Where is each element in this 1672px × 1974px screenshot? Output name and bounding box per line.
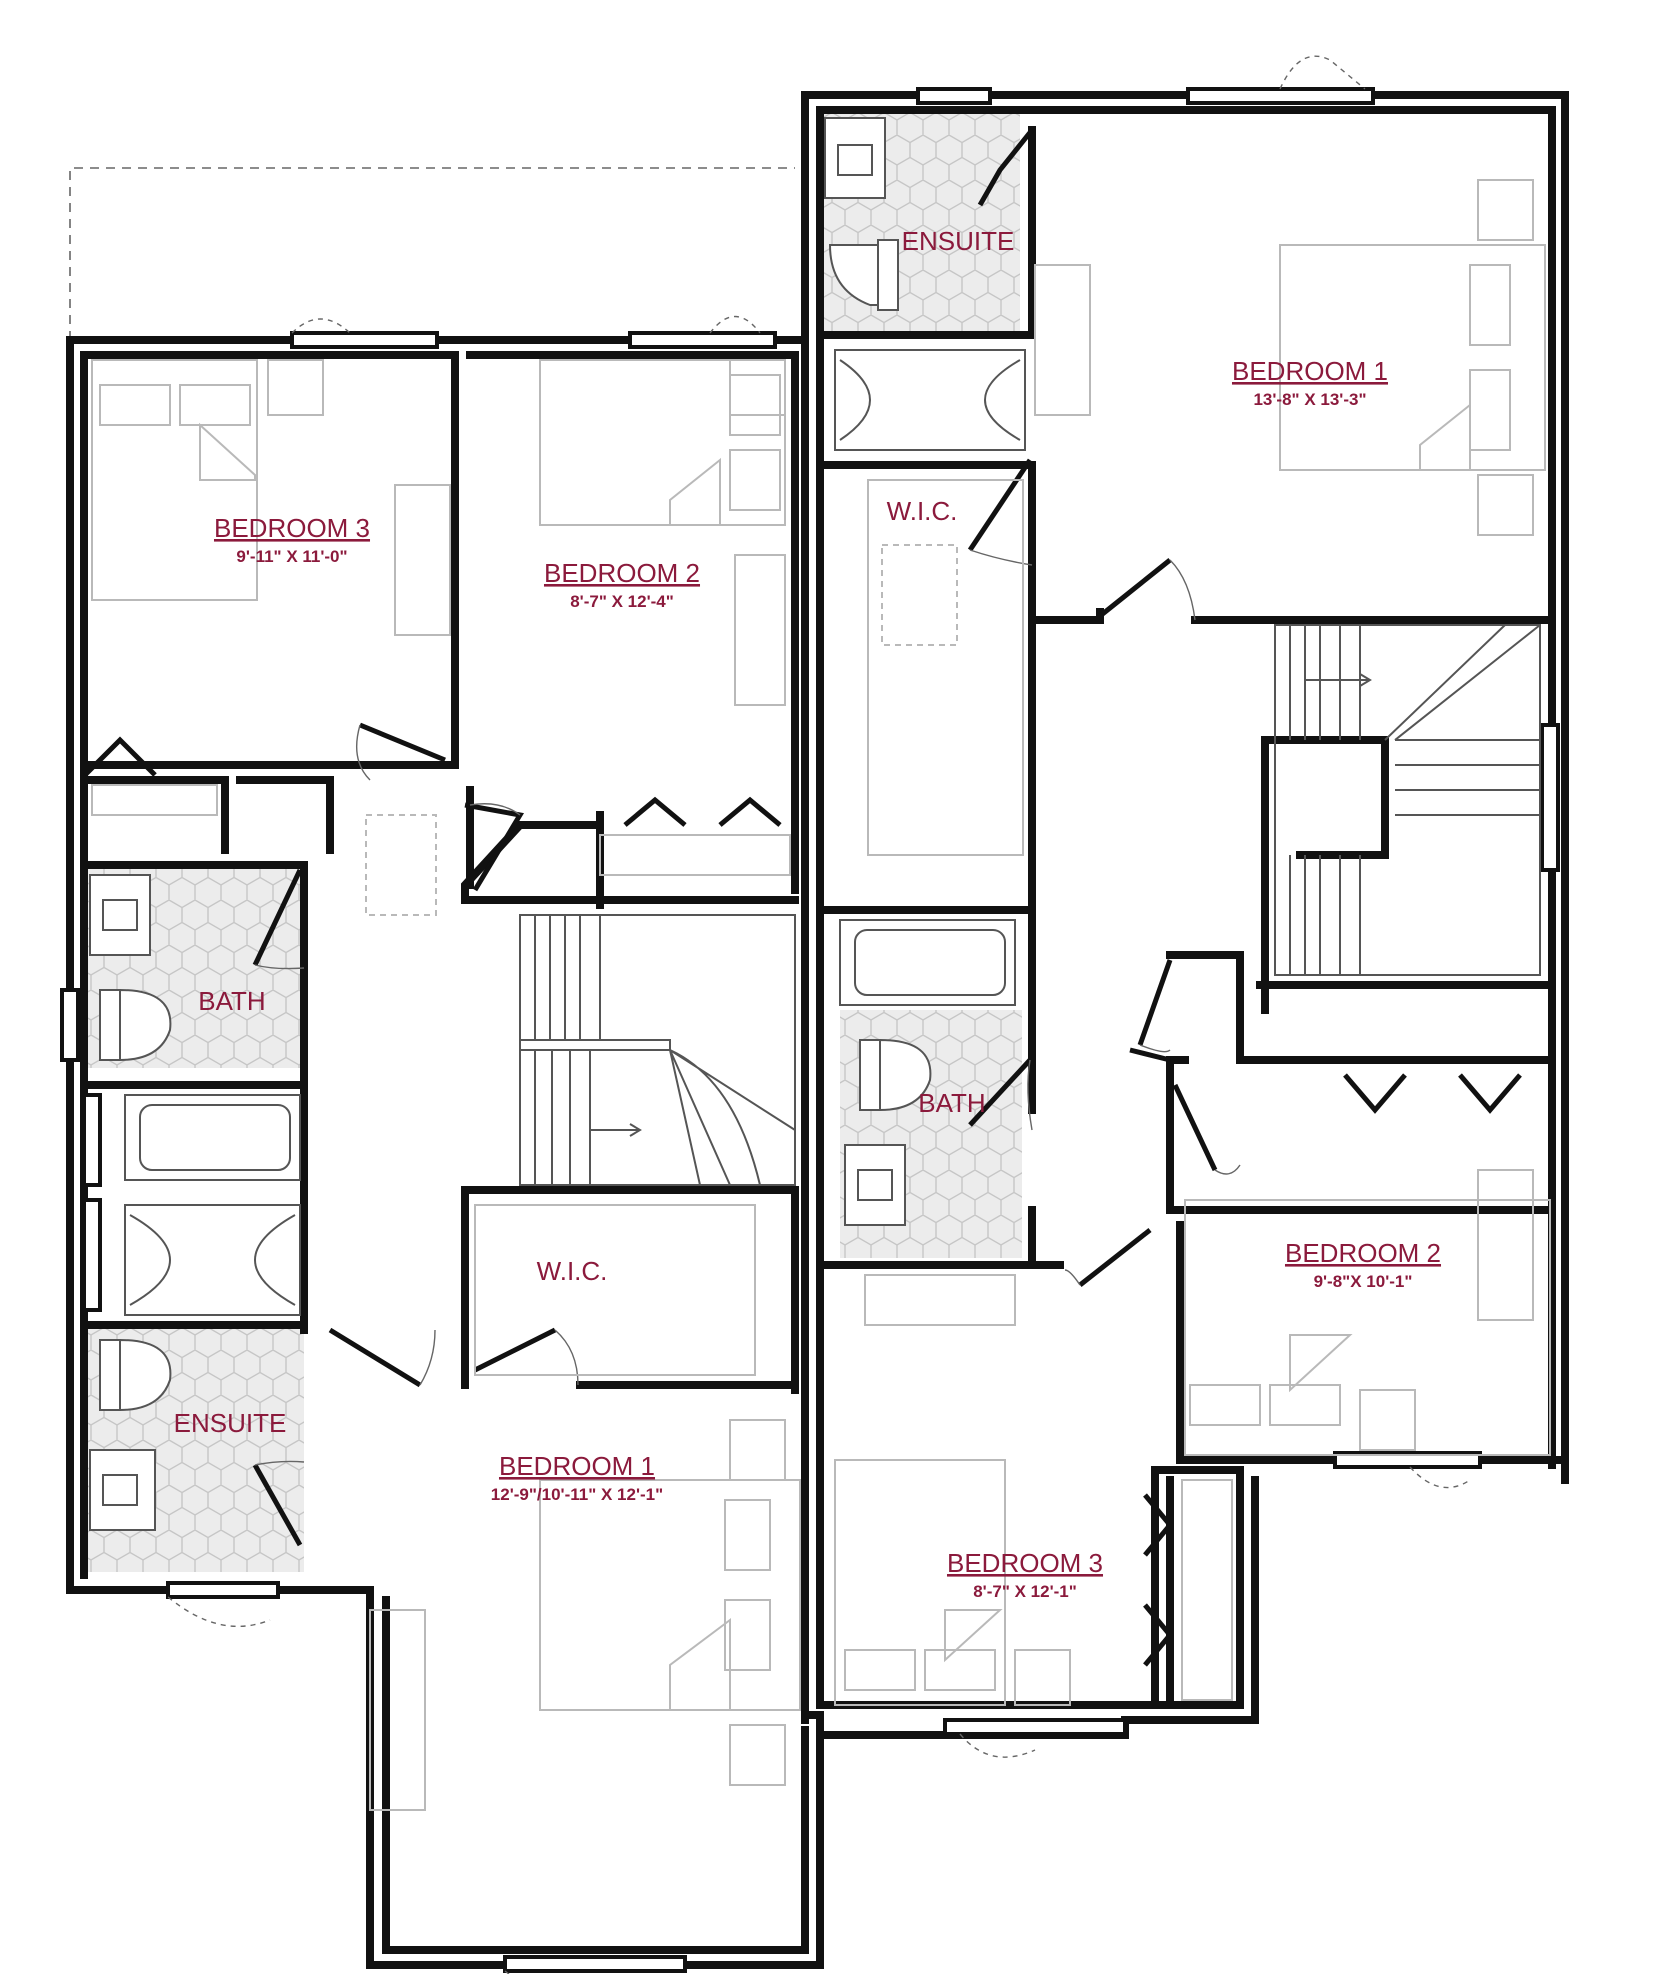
right-stair xyxy=(1274,624,1541,976)
right-ensuite-name: ENSUITE xyxy=(902,226,1015,256)
right-bedroom-2-name: BEDROOM 2 xyxy=(1285,1238,1441,1268)
left-bedroom-3-name: BEDROOM 3 xyxy=(214,513,370,543)
left-bath-name: BATH xyxy=(198,986,265,1016)
windows xyxy=(60,87,1560,1973)
right-wic-name: W.I.C. xyxy=(887,496,958,526)
right-unit-walls xyxy=(801,91,1569,1739)
right-bedroom-3-name: BEDROOM 3 xyxy=(947,1548,1103,1578)
right-bedroom-3-dims: 8'-7" X 12'-1" xyxy=(973,1582,1077,1601)
right-bedroom-2-dims: 9'-8"X 10'-1" xyxy=(1314,1272,1413,1291)
left-bedroom-1-dims: 12'-9"/10'-11" X 12'-1" xyxy=(491,1485,663,1504)
right-bedroom-1-dims: 13'-8" X 13'-3" xyxy=(1253,390,1366,409)
doors xyxy=(83,128,1522,1667)
window-swings xyxy=(167,55,1471,1974)
left-ensuite-name: ENSUITE xyxy=(174,1408,287,1438)
furniture xyxy=(91,179,1551,1811)
left-stair xyxy=(519,914,796,1186)
roof-outline xyxy=(69,167,795,340)
left-wic-name: W.I.C. xyxy=(537,1256,608,1286)
room-labels: BEDROOM 3 9'-11" X 11'-0" BEDROOM 2 8'-7… xyxy=(174,226,1441,1601)
left-bedroom-3-dims: 9'-11" X 11'-0" xyxy=(236,547,347,566)
left-bedroom-2-dims: 8'-7" X 12'-4" xyxy=(570,592,674,611)
right-bath-name: BATH xyxy=(918,1088,985,1118)
left-bedroom-1-name: BEDROOM 1 xyxy=(499,1451,655,1481)
plumbing-fixtures xyxy=(89,117,1026,1531)
left-bedroom-2-name: BEDROOM 2 xyxy=(544,558,700,588)
right-bedroom-1-name: BEDROOM 1 xyxy=(1232,356,1388,386)
